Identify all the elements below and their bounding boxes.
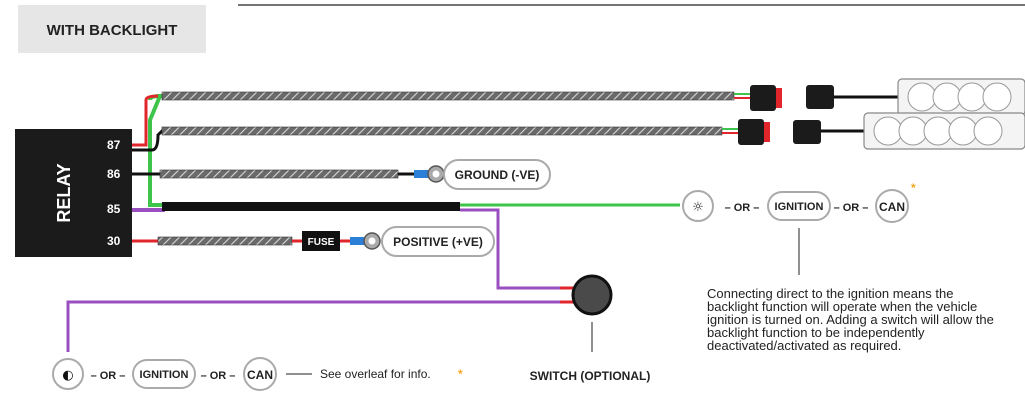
info-asterisk: * — [458, 367, 463, 381]
ground-label: GROUND (-VE) — [455, 168, 540, 182]
can-asterisk-right: * — [911, 181, 916, 195]
switch-button-icon[interactable] — [571, 274, 613, 316]
light-bar-icon — [863, 112, 1025, 150]
header-title: WITH BACKLIGHT — [47, 22, 178, 39]
wire-black-87 — [132, 128, 165, 152]
connector-top-a — [750, 85, 776, 111]
can-label-bottom: CAN — [247, 368, 273, 382]
relay-pin-87: 87 — [107, 138, 121, 152]
harness-top — [161, 91, 735, 101]
positive-pill — [381, 226, 495, 257]
switch-label: SWITCH (OPTIONAL) — [530, 369, 651, 383]
harness-positive — [157, 236, 293, 246]
relay-pin-30: 30 — [107, 234, 121, 248]
wire-red-87 — [132, 94, 159, 147]
relay-label: RELAY — [54, 163, 74, 222]
connector-second-b — [793, 120, 821, 144]
fuse-block — [302, 231, 340, 251]
parking-light-icon — [682, 190, 714, 222]
positive-label: POSITIVE (+VE) — [393, 235, 483, 249]
bottom-sep-1: – OR – — [91, 370, 126, 382]
ignition-label-bottom: IGNITION — [140, 369, 189, 381]
positive-terminal — [350, 237, 364, 245]
header-box — [18, 5, 206, 53]
headlight-icon — [52, 358, 84, 390]
ignition-label-right: IGNITION — [775, 201, 824, 213]
svg-text:◐: ◐ — [62, 368, 73, 383]
light-bar-icon — [897, 78, 1025, 116]
relay-pin-85: 85 — [107, 202, 121, 216]
can-circle-bottom — [243, 357, 277, 391]
relay-pin-86: 86 — [107, 167, 121, 181]
fuse-label: FUSE — [308, 237, 335, 248]
connector-second-a — [738, 119, 764, 145]
relay-block — [15, 129, 132, 257]
backlight-note: Connecting direct to the ignition means … — [707, 286, 994, 353]
harness-second — [161, 126, 723, 136]
wire-purple-switch — [460, 208, 560, 290]
ground-terminal — [414, 170, 428, 178]
right-sep-2: – OR – — [834, 202, 869, 214]
harness-85-black — [162, 202, 460, 211]
ignition-pill-right — [767, 191, 831, 221]
ignition-pill-bottom — [132, 359, 196, 389]
connector-top-b — [806, 85, 834, 109]
can-label-right: CAN — [879, 200, 905, 214]
right-sep-1: – OR – — [725, 202, 760, 214]
harness-ground — [159, 169, 399, 179]
ground-pill — [443, 159, 551, 190]
can-circle-right — [875, 189, 909, 223]
svg-text:☼: ☼ — [692, 200, 704, 215]
wire-purple-bottom — [66, 300, 560, 352]
info-text: See overleaf for info. — [320, 367, 431, 381]
bottom-sep-2: – OR – — [201, 370, 236, 382]
